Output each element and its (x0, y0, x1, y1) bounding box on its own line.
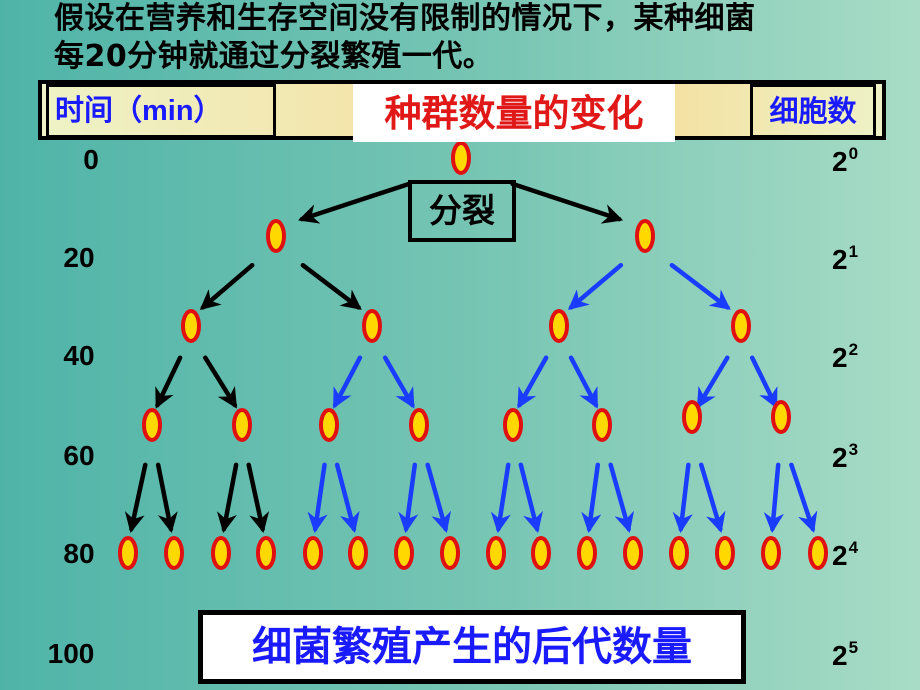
offspring-label: 细菌繁殖产生的后代数量 (198, 610, 746, 684)
bacterium-icon-g4-0 (118, 536, 138, 570)
time-label-20: 20 (63, 242, 95, 273)
division-arrow-g3-7-0 (763, 462, 784, 534)
division-arrow-g3-6-1 (698, 462, 726, 533)
time-label-0: 0 (83, 144, 99, 175)
cell-count-gen-3: 23 (832, 440, 859, 473)
bacterium-icon-g2-2 (549, 309, 569, 343)
bacterium-icon-g4-6 (394, 536, 414, 570)
time-label-80: 80 (63, 538, 95, 569)
bacterium-icon-g4-10 (577, 536, 597, 570)
bacterium-icon-g4-9 (531, 536, 551, 570)
bacterium-icon-g4-5 (348, 536, 368, 570)
division-arrow-g2-2-1 (568, 355, 599, 409)
division-arrow-g0-0-1 (510, 181, 624, 224)
division-arrow-g3-2-1 (334, 462, 360, 533)
bacterium-icon-g4-2 (211, 536, 231, 570)
time-column-header: 时间（min） (46, 84, 276, 138)
bacterium-icon-g2-1 (362, 309, 382, 343)
division-arrow-g3-1-1 (246, 462, 270, 534)
bacterium-icon-g4-4 (303, 536, 323, 570)
cell-count-gen-4: 24 (832, 538, 859, 571)
bacterium-icon-g4-14 (761, 536, 781, 570)
division-arrow-g2-1-0 (332, 355, 363, 409)
division-arrow-g3-7-1 (789, 462, 818, 533)
division-arrow-g3-4-1 (518, 462, 543, 534)
bacterium-icon-g0-0 (451, 141, 471, 175)
division-arrow-g3-5-0 (581, 462, 602, 534)
time-label-60: 60 (63, 440, 95, 471)
bacterium-icon-g3-1 (232, 408, 252, 442)
bacterium-icon-g3-2 (319, 408, 339, 442)
bacterium-icon-g3-4 (503, 408, 523, 442)
division-arrow-g3-3-0 (398, 462, 419, 534)
division-arrow-g1-1-1 (669, 262, 731, 310)
cell-count-gen-2: 22 (832, 340, 859, 373)
bacterium-icon-g2-3 (731, 309, 751, 343)
division-label: 分裂 (408, 180, 516, 242)
bacterium-icon-g4-11 (623, 536, 643, 570)
bacterium-icon-g3-7 (771, 400, 791, 434)
division-arrow-g2-3-1 (749, 355, 778, 409)
cell-count-gen-1: 21 (832, 242, 859, 275)
time-label-40: 40 (63, 340, 95, 371)
bacterium-icon-g4-13 (715, 536, 735, 570)
division-arrow-g3-0-0 (124, 462, 148, 534)
division-arrow-g2-0-1 (203, 355, 238, 409)
division-arrow-g2-3-0 (696, 355, 730, 409)
bacterium-icon-g4-3 (256, 536, 276, 570)
bacterium-icon-g1-0 (266, 219, 286, 253)
intro-text: 假设在营养和生存空间没有限制的情况下，某种细菌 每20分钟就通过分裂繁殖一代。 (54, 0, 914, 76)
division-arrow-g1-0-0 (199, 262, 255, 311)
division-arrow-g3-5-1 (608, 462, 635, 533)
bacterium-icon-g4-1 (164, 536, 184, 570)
division-arrow-g1-1-0 (567, 262, 624, 311)
intro-line-2: 每20分钟就通过分裂繁殖一代。 (54, 39, 494, 74)
bacterium-icon-g4-12 (669, 536, 689, 570)
cell-count-column-header: 细胞数 (750, 84, 876, 138)
division-arrow-g3-3-1 (425, 462, 452, 533)
bacterium-icon-g3-6 (682, 400, 702, 434)
bacterium-icon-g3-5 (592, 408, 612, 442)
bacterium-icon-g1-1 (635, 219, 655, 253)
bacterium-icon-g4-8 (486, 536, 506, 570)
diagram-title: 种群数量的变化 (353, 84, 675, 142)
bacterium-icon-g4-15 (808, 536, 828, 570)
division-arrow-g0-0-0 (298, 181, 412, 224)
time-label-100: 100 (47, 638, 95, 669)
cell-count-gen-0: 20 (832, 144, 859, 177)
bacterium-icon-g3-3 (409, 408, 429, 442)
division-arrow-g3-0-1 (155, 462, 178, 534)
division-arrow-g1-0-1 (300, 262, 362, 310)
division-arrow-g3-2-0 (307, 462, 328, 534)
division-arrow-g2-1-1 (382, 355, 415, 409)
bacterium-icon-g4-7 (440, 536, 460, 570)
division-arrow-g3-6-0 (672, 462, 693, 534)
intro-line-1: 假设在营养和生存空间没有限制的情况下，某种细菌 (54, 1, 756, 36)
cell-count-gen-5: 25 (832, 638, 859, 671)
bacterium-icon-g2-0 (181, 309, 201, 343)
division-arrow-g2-0-0 (155, 355, 183, 409)
division-arrow-g3-1-0 (217, 462, 239, 534)
division-arrow-g2-2-0 (517, 355, 549, 409)
division-arrow-g3-4-0 (490, 462, 511, 534)
bacterium-icon-g3-0 (142, 408, 162, 442)
